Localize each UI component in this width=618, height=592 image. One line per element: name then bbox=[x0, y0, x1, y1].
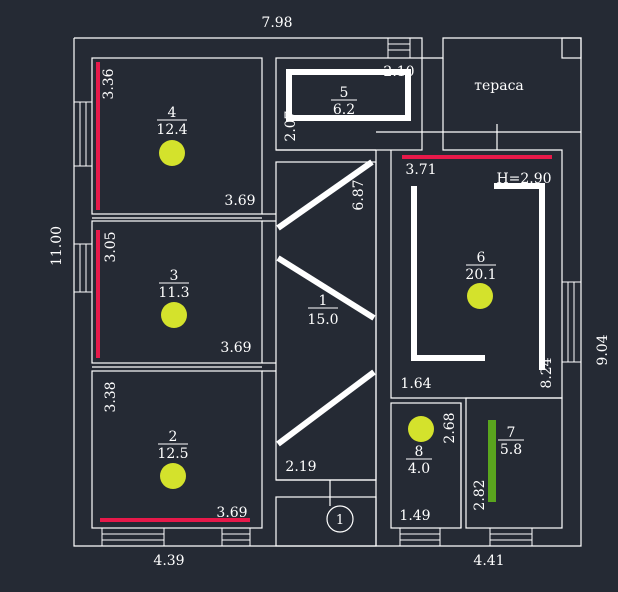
fixtures bbox=[276, 69, 545, 447]
svg-text:20.1: 20.1 bbox=[465, 267, 496, 283]
marker-room-4 bbox=[159, 140, 185, 166]
room-6-label: 6 20.1 bbox=[465, 250, 496, 283]
room-3-outline bbox=[91, 220, 263, 364]
dim-room-5-height: 2.07 bbox=[283, 110, 299, 141]
svg-text:11.3: 11.3 bbox=[158, 285, 189, 301]
dim-bottom-right: 4.41 bbox=[473, 553, 504, 569]
window-bottom-3 bbox=[399, 527, 441, 547]
dimensions: 7.98 11.00 9.04 4.39 4.41 3.36 3.69 3.05… bbox=[49, 15, 611, 569]
marker-room-8 bbox=[408, 416, 434, 442]
room-6-wall-r bbox=[494, 183, 545, 370]
stair-2 bbox=[276, 255, 376, 321]
entrance-marker bbox=[326, 505, 354, 533]
window-right bbox=[561, 281, 582, 363]
dim-overall-left: 11.00 bbox=[49, 226, 65, 266]
svg-text:5: 5 bbox=[340, 85, 349, 101]
dim-room-8-height: 2.68 bbox=[442, 412, 458, 443]
marker-room-2 bbox=[160, 463, 186, 489]
markers bbox=[159, 140, 493, 489]
entrance-number: 1 bbox=[336, 513, 344, 528]
dim-room-7-height: 2.82 bbox=[472, 479, 488, 510]
dim-overall-top: 7.98 bbox=[261, 15, 292, 31]
window-bottom-4 bbox=[489, 527, 533, 547]
svg-text:12.5: 12.5 bbox=[157, 446, 188, 462]
window-bottom-1 bbox=[101, 527, 165, 547]
svg-text:7: 7 bbox=[507, 425, 516, 441]
room-6-wall-l bbox=[411, 186, 485, 361]
ceiling-height-label: H=2.90 bbox=[496, 171, 551, 187]
svg-text:6.2: 6.2 bbox=[333, 102, 355, 118]
svg-text:6: 6 bbox=[477, 250, 486, 266]
room-3-label: 3 11.3 bbox=[158, 268, 189, 301]
dim-room-1-width: 2.19 bbox=[285, 459, 316, 475]
dim-room-4-width: 3.69 bbox=[224, 193, 255, 209]
svg-text:5.8: 5.8 bbox=[500, 442, 522, 458]
stair-1 bbox=[276, 159, 374, 231]
marker-room-3 bbox=[161, 302, 187, 328]
room-1-label: 1 15.0 bbox=[307, 293, 338, 328]
room-4-label: 4 12.4 bbox=[156, 105, 187, 138]
svg-text:1: 1 bbox=[319, 293, 328, 309]
terrace-label: тераса bbox=[474, 78, 524, 94]
dim-room-1-length: 6.87 bbox=[351, 179, 367, 210]
room-labels: 4 12.4 3 11.3 2 12.5 5 6.2 1 15.0 6 20.1 bbox=[156, 85, 524, 477]
dim-room-4-height: 3.36 bbox=[101, 68, 117, 99]
room-2-outline bbox=[91, 370, 263, 529]
terrace-corner-post bbox=[561, 37, 582, 59]
dim-overall-right: 9.04 bbox=[595, 334, 611, 365]
room-7-label: 7 5.8 bbox=[498, 425, 524, 458]
svg-text:15.0: 15.0 bbox=[307, 312, 338, 328]
dim-room-3-width: 3.69 bbox=[220, 340, 251, 356]
dim-room-5-width: 2.10 bbox=[383, 64, 414, 80]
svg-text:4.0: 4.0 bbox=[408, 461, 430, 477]
marker-room-6 bbox=[467, 283, 493, 309]
svg-text:12.4: 12.4 bbox=[156, 122, 187, 138]
entrance-vestibule bbox=[275, 496, 377, 547]
window-left-1 bbox=[73, 101, 93, 167]
room-5-fixture bbox=[286, 69, 411, 121]
dim-room-2-height: 3.38 bbox=[103, 381, 119, 412]
window-left-2 bbox=[73, 243, 93, 293]
red-accents bbox=[96, 62, 552, 522]
dim-room-2-width: 3.69 bbox=[216, 505, 247, 521]
svg-text:2: 2 bbox=[169, 429, 178, 445]
room-5-label: 5 6.2 bbox=[331, 85, 357, 118]
window-top bbox=[387, 37, 411, 59]
dim-room-6-height: 8.24 bbox=[539, 357, 555, 388]
svg-text:4: 4 bbox=[168, 105, 177, 121]
room-6-outline bbox=[376, 131, 563, 399]
windows bbox=[73, 37, 582, 547]
dim-room-3-height: 3.05 bbox=[103, 231, 119, 262]
dim-room-8-width: 1.49 bbox=[399, 508, 430, 524]
dim-bottom-left: 4.39 bbox=[153, 553, 184, 569]
svg-text:8: 8 bbox=[415, 444, 424, 460]
dim-room-6-inner: 1.64 bbox=[400, 376, 431, 392]
room-2-label: 2 12.5 bbox=[157, 429, 188, 462]
stair-3 bbox=[276, 369, 376, 447]
window-bottom-2 bbox=[221, 527, 251, 547]
svg-text:3: 3 bbox=[170, 268, 179, 284]
dim-room-6-width: 3.71 bbox=[405, 162, 436, 178]
room-4-outline bbox=[91, 57, 263, 215]
room-8-label: 8 4.0 bbox=[406, 444, 432, 477]
